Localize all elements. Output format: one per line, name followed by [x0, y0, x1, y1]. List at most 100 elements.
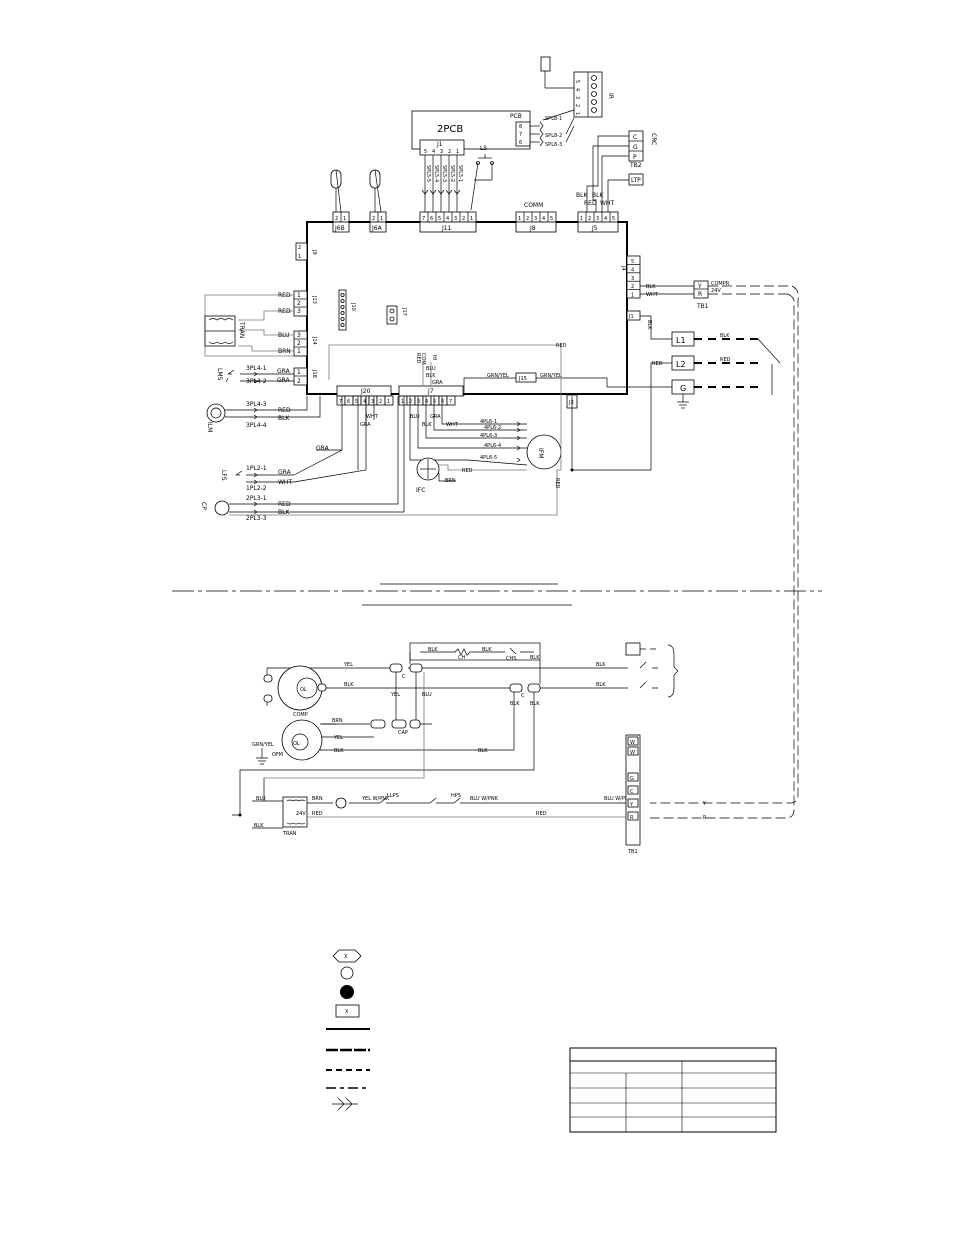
j7-wire: BLK: [422, 422, 432, 428]
plug-arrow-icon: [516, 427, 521, 433]
ifm-plug: 4PL6-2: [484, 425, 501, 431]
ch-wire: BLK: [530, 655, 540, 661]
j4-label: J4: [620, 265, 626, 271]
r-label: R: [703, 815, 707, 821]
tb1-bottom-pin: G: [630, 776, 634, 782]
j9-connector: [295, 242, 308, 261]
plug-arrow-icon: [445, 189, 453, 195]
power-terminals: BLK RED L1 L2 G BLK RED: [640, 315, 781, 409]
llps-label: LLPS: [387, 793, 399, 799]
ch-wire: BLK: [482, 647, 492, 653]
tb1-bottom-terminal: [627, 746, 639, 756]
tb1-pin: R: [698, 291, 702, 298]
pcb-j1-pin: 1: [456, 149, 459, 155]
fuse-icon: [369, 169, 381, 189]
j14-pin: 3: [297, 332, 301, 339]
tb1-terminal: [693, 280, 709, 299]
connector-pin: 3: [454, 216, 457, 222]
j13-pin: 3: [297, 308, 301, 315]
connector-pin: 2: [526, 216, 529, 222]
pcb-2-label: 2PCB: [437, 124, 463, 135]
lfs-plug: 1PL2-1: [246, 465, 267, 472]
bottom-connector-pin: 5: [433, 399, 436, 405]
pcb-side-pin: 7: [519, 132, 522, 138]
j20-wire: GRA: [360, 422, 371, 428]
connector-label: J6B: [334, 225, 345, 232]
ilm-motor-icon: [206, 403, 226, 423]
tb2-wire: BLK: [592, 192, 604, 199]
j1-label: J1: [628, 314, 634, 320]
ilm-label: ILM: [206, 422, 213, 432]
plug-arrow-icon: [253, 472, 258, 485]
power-wire: BLK: [646, 320, 652, 330]
connector-pin: 2: [335, 216, 338, 222]
bottom-connector-pin: 3: [417, 399, 420, 405]
connector-pin: 1: [518, 216, 521, 222]
yel-wire: YEL: [390, 692, 400, 698]
brn-wire: BRN: [332, 718, 343, 724]
tran-wire: BRN: [312, 796, 323, 802]
contactor-wire: BLK: [510, 701, 520, 707]
legend-box-icon: [335, 1004, 360, 1018]
ofm-ol: OL: [293, 741, 300, 747]
connector-pin: 1: [380, 216, 383, 222]
bottom-connector-pin: 6: [441, 399, 444, 405]
pcb-j1-label: J1: [436, 141, 443, 148]
ifc-wire: RED: [462, 468, 473, 474]
tb1-bottom-terminal: [627, 811, 639, 821]
cp-plug: 2PL3-1: [246, 495, 267, 502]
comm-label: COMM: [524, 202, 543, 209]
cp-wire: RED: [278, 501, 291, 508]
tb2-pin: C: [633, 134, 637, 141]
contactor-wire: BLK: [596, 682, 606, 688]
connector-label: J5: [591, 225, 598, 232]
j4-pin: 2: [631, 284, 634, 290]
ofm-wire: BLK: [334, 748, 344, 754]
connector-pin: 4: [604, 216, 607, 222]
cap-terminal: [409, 719, 421, 729]
cap-label: CAP: [398, 730, 408, 736]
j18-label: J18: [311, 369, 317, 378]
j1-connector: [626, 310, 641, 321]
tb1-top: BLK WHT Y R TB1 COMPR 24V: [640, 280, 792, 310]
top-wire: GRA: [432, 380, 443, 386]
tb2-wire: BLK: [576, 192, 588, 199]
tb1-bottom-pin: W: [630, 740, 635, 746]
j10-pin-group: [340, 292, 345, 327]
ir-pin: 3: [574, 96, 580, 99]
tran-wire: RED: [312, 811, 323, 817]
j17-label: J17: [401, 307, 407, 316]
ltp-label: LTP: [631, 177, 641, 184]
connector-pin: 1: [580, 216, 583, 222]
ir-label: IR: [607, 93, 614, 99]
l1-wire-label: BLK: [720, 333, 730, 339]
l2-wire-label: RED: [720, 357, 731, 363]
comp-ol: OL: [300, 687, 307, 693]
cap-terminal: [370, 719, 386, 729]
ilm-wire: RED: [278, 407, 291, 414]
j13-pin: 2: [297, 300, 301, 307]
ls-label: LS: [480, 145, 487, 152]
ofm-wire: BLK: [478, 748, 488, 754]
tran-label: TRAN: [238, 321, 245, 338]
grn-yel-label: GRN/YEL: [487, 373, 509, 379]
plug-arrow-icon: [539, 129, 544, 139]
outdoor-transformer: [282, 796, 308, 828]
connector-label: J8: [529, 225, 536, 232]
ir-pin: 1: [574, 112, 580, 115]
plug-arrow-icon: [516, 435, 521, 441]
tb1-bottom-pin: R: [630, 815, 634, 821]
j4-pin: 3: [631, 276, 634, 282]
tb2-wire: RED: [584, 200, 597, 207]
j14-pin: 1: [297, 348, 301, 355]
connector-pin: 4: [542, 216, 545, 222]
j18-connector: [293, 367, 308, 386]
tran-24v: 24V: [296, 811, 306, 817]
connector-pin: 5: [438, 216, 441, 222]
ilm-wire: BLK: [278, 415, 290, 422]
